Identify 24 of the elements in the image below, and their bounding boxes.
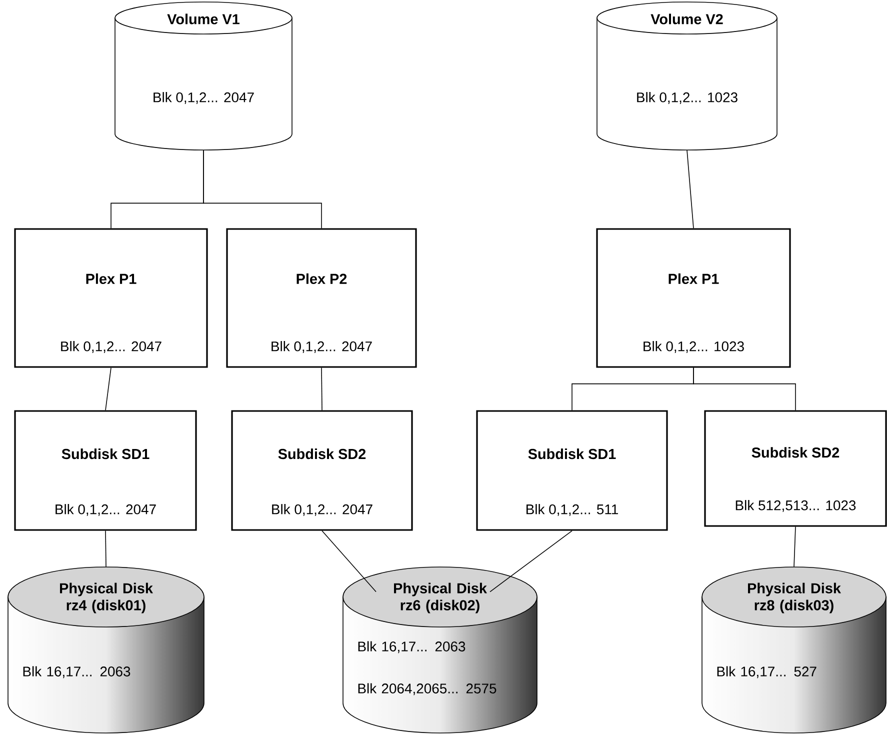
node-label: Physical Disk	[394, 582, 487, 596]
subdisk-box: Subdisk SD2 Blk 512,513... 1023	[704, 410, 887, 527]
node-label: Physical Disk	[60, 582, 153, 596]
connector-line	[490, 530, 572, 592]
volume-cylinder: Volume V2 Blk 0,1,2... 1023	[596, 2, 778, 150]
disk-cylinder: Physical Disk rz6 (disk02) Blk 16,17... 2063 Blk 2064,2065... 2575	[342, 566, 538, 734]
subdisk-box: Subdisk SD2 Blk 0,1,2... 2047	[231, 410, 413, 531]
disk-cylinder: Physical Disk rz8 (disk03) Blk 16,17... 527	[702, 566, 886, 734]
plex-box: Plex P2 Blk 0,1,2... 2047	[226, 228, 417, 368]
connector-line	[794, 526, 796, 568]
connector-line	[321, 367, 322, 411]
connector-line	[203, 150, 322, 229]
connector-line	[686, 150, 694, 229]
plex-box: Plex P1 Blk 0,1,2... 1023	[596, 228, 791, 368]
connector-line	[693, 367, 796, 411]
node-label: Physical Disk	[748, 582, 841, 596]
plex-box: Plex P1 Blk 0,1,2... 2047	[14, 228, 208, 368]
subdisk-box: Subdisk SD1 Blk 0,1,2... 2047	[14, 410, 197, 531]
disk-cylinder: Physical Disk rz4 (disk01) Blk 16,17... 2063	[8, 566, 204, 734]
subdisk-box: Subdisk SD1 Blk 0,1,2... 511	[476, 410, 668, 531]
connector-line	[105, 530, 106, 568]
volume-cylinder: Volume V1 Blk 0,1,2... 2047	[114, 2, 292, 150]
connector-line	[105, 367, 112, 411]
connector-line	[322, 530, 376, 592]
